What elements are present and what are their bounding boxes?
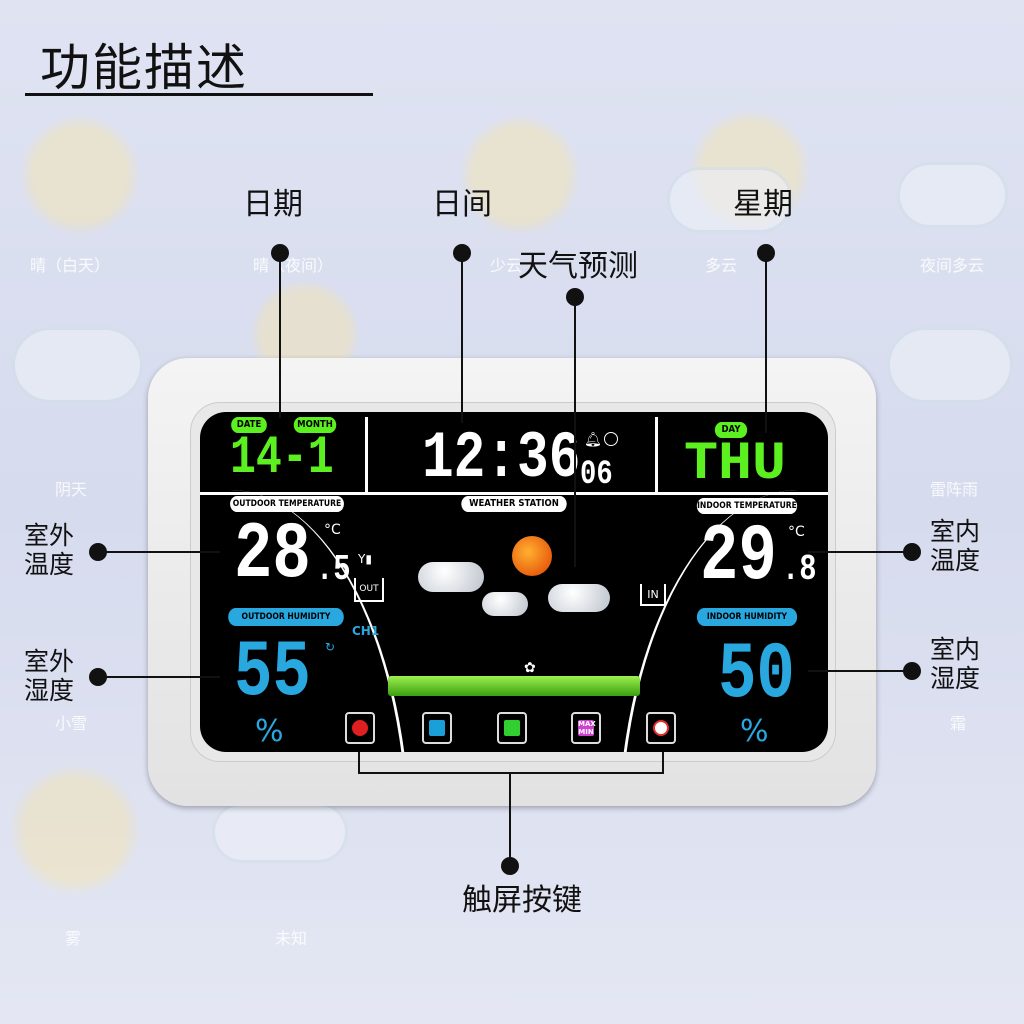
bg-label: 少云 (490, 256, 523, 275)
date-label: DATE (231, 417, 267, 433)
gear-icon (352, 720, 368, 736)
out-house-icon: OUT (354, 578, 384, 602)
snooze-button[interactable] (646, 712, 676, 744)
snooze-icon (604, 432, 618, 446)
callout-date: 日期 (243, 187, 303, 222)
signal-icon: Y▮ (358, 552, 372, 566)
outdoor-humidity-label: OUTDOOR HUMIDITY (228, 608, 344, 626)
refresh-icon: ↻ (325, 640, 336, 654)
month-label: MONTH (293, 417, 337, 433)
grass-icon (388, 676, 640, 696)
alarm-bell-icon: 🔔︎ (584, 432, 602, 448)
cloud-icon (890, 330, 1010, 400)
cloud-icon (418, 562, 484, 592)
bg-label: 雾 (65, 929, 82, 948)
indoor-humidity-value: 50 (718, 630, 795, 721)
seconds-value: 06 (580, 456, 613, 494)
sun-icon (10, 765, 140, 895)
bg-label: 晴（夜间） (253, 256, 334, 275)
temp-unit: °C (324, 522, 341, 538)
outdoor-temp-label: OUTDOOR TEMPERATURE (230, 496, 344, 512)
temp-unit: °C (788, 524, 805, 540)
down-arrow-icon (504, 720, 520, 736)
callout-indoor-temp: 室内 温度 (930, 517, 981, 575)
max-min-button[interactable]: MAX MIN (571, 712, 601, 744)
bracket-line (358, 772, 664, 774)
bg-label: 多云 (705, 256, 738, 275)
indoor-humidity-label: INDOOR HUMIDITY (696, 608, 798, 626)
callout-dot (903, 543, 921, 561)
lcd-screen: DATE MONTH 14-1 12:36 06 🔔︎ DAY THU OUTD… (200, 412, 828, 752)
bg-label: 霜 (950, 714, 967, 733)
cloud-icon (670, 170, 790, 230)
divider (655, 417, 658, 492)
bracket-line (358, 752, 360, 773)
up-arrow-icon (429, 720, 445, 736)
flower-icon: ✿ (524, 660, 536, 676)
callout-line (765, 253, 767, 433)
station-label: WEATHER STATION (461, 496, 567, 512)
day-value: THU (684, 434, 787, 495)
cloud-icon (15, 330, 140, 400)
settings-button[interactable] (345, 712, 375, 744)
callout-line (808, 670, 912, 672)
snooze-icon (653, 720, 669, 736)
callout-dot (501, 857, 519, 875)
title-underline (25, 93, 373, 96)
max-min-icon: MAX MIN (578, 720, 596, 736)
sun-icon (20, 115, 140, 235)
cloud-icon (900, 165, 1005, 225)
callout-touch-buttons: 触屏按键 (462, 883, 582, 918)
day-label: DAY (714, 422, 748, 438)
bg-label: 雷阵雨 (930, 480, 979, 499)
callout-line (461, 253, 463, 423)
callout-weekday: 星期 (733, 187, 793, 222)
percent-sign: % (255, 714, 284, 749)
callout-indoor-humidity: 室内 湿度 (930, 635, 981, 693)
bg-label: 小雪 (55, 714, 88, 733)
callout-line (98, 551, 220, 553)
callout-outdoor-humidity: 室外 湿度 (24, 647, 75, 705)
sun-icon (512, 536, 552, 576)
callout-forecast: 天气预测 (518, 249, 638, 284)
in-house-icon: IN (640, 584, 666, 606)
outdoor-temp-dec: .5 (316, 549, 351, 590)
percent-sign: % (740, 714, 769, 749)
indoor-temp-int: 29 (700, 512, 777, 603)
outdoor-humidity-value: 55 (234, 628, 311, 719)
callout-dot (903, 662, 921, 680)
indoor-temp-dec: .8 (782, 549, 817, 590)
cloud-icon (548, 584, 610, 612)
sun-icon (460, 115, 580, 235)
bg-label: 阴天 (55, 480, 88, 499)
callout-outdoor-temp: 室外 温度 (24, 521, 75, 579)
callout-time: 日间 (432, 187, 492, 222)
cloud-icon (215, 805, 345, 860)
divider (200, 492, 828, 495)
bg-label: 夜间多云 (920, 256, 985, 275)
up-button[interactable] (422, 712, 452, 744)
indoor-temp-label: INDOOR TEMPERATURE (696, 498, 798, 514)
callout-line (808, 551, 912, 553)
callout-line (98, 676, 220, 678)
divider (365, 417, 368, 492)
bg-label: 晴（白天） (30, 256, 111, 275)
callout-line (574, 297, 576, 567)
callout-line (509, 772, 511, 866)
bg-label: 未知 (275, 929, 308, 948)
callout-line (279, 253, 281, 418)
time-value: 12:36 (422, 421, 581, 496)
channel-label: CH1 (352, 624, 380, 638)
cloud-icon (482, 592, 528, 616)
date-value: 14-1 (230, 428, 334, 489)
page-title: 功能描述 (40, 39, 248, 97)
outdoor-temp-int: 28 (234, 510, 311, 601)
out-label: OUT (359, 584, 379, 594)
in-label: IN (647, 588, 659, 601)
bracket-line (662, 752, 664, 773)
down-button[interactable] (497, 712, 527, 744)
